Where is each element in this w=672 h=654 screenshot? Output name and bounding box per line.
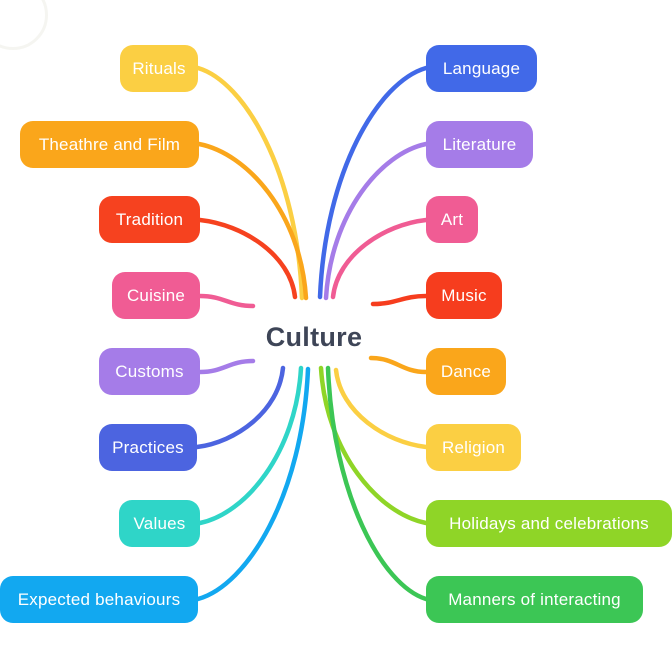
node-label: Literature — [442, 134, 517, 154]
node-dance[interactable]: Dance — [426, 348, 506, 395]
connector-customs — [197, 358, 256, 375]
connector-religion — [333, 367, 429, 450]
node-label: Theathre and Film — [38, 134, 181, 154]
connector-music — [370, 293, 429, 307]
node-practices[interactable]: Practices — [99, 424, 197, 471]
connector-dance — [368, 355, 429, 375]
connector-rituals — [195, 65, 305, 301]
connector-cuisine — [197, 293, 256, 309]
connector-theathre-and-film — [196, 141, 309, 301]
node-customs[interactable]: Customs — [99, 348, 200, 395]
node-label: Holidays and celebrations — [449, 513, 649, 533]
node-label: Dance — [440, 361, 492, 381]
node-label: Values — [133, 513, 186, 533]
node-label: Music — [441, 285, 487, 305]
connector-expected-behaviours — [195, 366, 311, 602]
node-theathre-and-film[interactable]: Theathre and Film — [20, 121, 199, 168]
node-holidays[interactable]: Holidays and celebrations — [426, 500, 672, 547]
node-literature[interactable]: Literature — [426, 121, 533, 168]
node-values[interactable]: Values — [119, 500, 200, 547]
node-label: Religion — [441, 437, 506, 457]
connector-literature — [323, 141, 429, 301]
connector-art — [330, 217, 429, 300]
connector-language — [317, 65, 429, 300]
node-label: Expected behaviours — [17, 589, 181, 609]
connector-values — [197, 365, 304, 526]
node-art[interactable]: Art — [426, 196, 478, 243]
node-rituals[interactable]: Rituals — [120, 45, 198, 92]
node-tradition[interactable]: Tradition — [99, 196, 200, 243]
node-music[interactable]: Music — [426, 272, 502, 319]
central-topic[interactable]: Culture — [265, 322, 363, 352]
node-expected-behaviours[interactable]: Expected behaviours — [0, 576, 198, 623]
node-label: Manners of interacting — [448, 589, 621, 609]
node-manners[interactable]: Manners of interacting — [426, 576, 643, 623]
connector-tradition — [197, 217, 298, 300]
node-language[interactable]: Language — [426, 45, 537, 92]
node-label: Language — [442, 58, 521, 78]
connector-holidays — [318, 365, 429, 526]
node-religion[interactable]: Religion — [426, 424, 521, 471]
node-label: Art — [440, 209, 464, 229]
connector-practices — [194, 365, 286, 450]
node-label: Practices — [112, 437, 184, 457]
node-label: Cuisine — [126, 285, 186, 305]
node-label: Rituals — [132, 58, 186, 78]
node-label: Customs — [115, 361, 184, 381]
node-cuisine[interactable]: Cuisine — [112, 272, 200, 319]
connector-manners — [325, 365, 429, 602]
node-label: Tradition — [115, 209, 184, 229]
